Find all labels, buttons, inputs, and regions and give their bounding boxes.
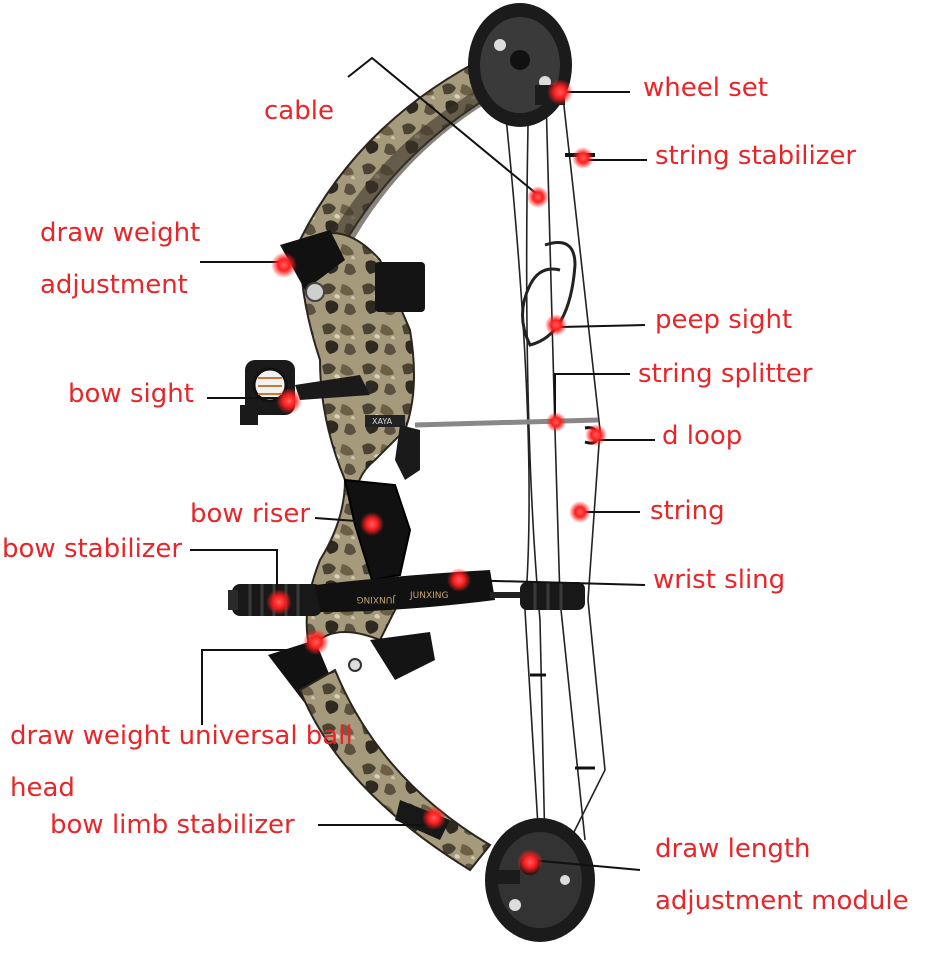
label-wheel-set: wheel set	[643, 73, 768, 103]
red-dot-marker	[517, 849, 543, 875]
cable-line-1	[525, 39, 546, 851]
limb-pocket-top	[280, 230, 345, 290]
grip-handle	[395, 425, 420, 480]
label-string-splitter: string splitter	[638, 359, 813, 389]
label-string: string	[650, 496, 725, 526]
red-dot-marker	[572, 147, 594, 169]
red-dot-marker	[303, 629, 329, 655]
lower-limb	[298, 668, 492, 872]
label-peep-sight: peep sight	[655, 305, 793, 335]
peep-sight-loop	[521, 241, 577, 347]
sling-brand-text: JUNXING	[356, 594, 396, 604]
leader-lines	[190, 56, 655, 871]
riser-brand-plate	[365, 415, 405, 427]
label-d-loop: d loop	[662, 421, 743, 451]
label-draw-weight-adjustment-line2: adjustment	[40, 270, 188, 300]
cable-guard-rod	[414, 417, 599, 428]
red-markers	[266, 79, 607, 875]
label-string-stabilizer: string stabilizer	[655, 141, 857, 171]
label-draw-weight-ball-head-line1: draw weight universal ball	[10, 721, 353, 751]
red-dot-marker	[266, 589, 292, 615]
red-dot-marker	[545, 314, 567, 336]
leader-wrist-sling	[459, 579, 646, 586]
red-dot-marker	[527, 186, 549, 208]
label-draw-length-module-line1: draw length	[655, 834, 811, 864]
red-dot-marker	[422, 806, 446, 830]
label-bow-riser: bow riser	[190, 499, 311, 529]
upper-limb-inner	[320, 80, 500, 265]
leader-bow-stabilizer	[190, 549, 278, 600]
label-cable: cable	[264, 96, 334, 126]
label-wrist-sling: wrist sling	[653, 565, 786, 595]
svg-text:JUNXING: JUNXING	[409, 591, 449, 601]
rear-stabilizer	[490, 582, 585, 610]
cable-line-2	[499, 59, 541, 861]
label-draw-length-module-line2: adjustment module	[655, 886, 909, 916]
label-bow-limb-stabilizer: bow limb stabilizer	[50, 810, 295, 840]
leader-ball-head	[201, 649, 318, 725]
label-bow-sight: bow sight	[68, 379, 194, 409]
leader-cable	[347, 56, 539, 196]
red-dot-marker	[276, 388, 302, 414]
label-draw-weight-adjustment-line1: draw weight	[40, 218, 201, 248]
leader-string-splitter	[554, 373, 630, 422]
red-dot-marker	[447, 568, 471, 592]
top-cam	[468, 3, 572, 127]
arrow-rest-mount	[375, 262, 425, 312]
red-dot-marker	[271, 252, 297, 278]
quiver-mount	[370, 632, 435, 680]
leader-draw-length-module	[529, 859, 641, 871]
svg-text:XAYA: XAYA	[372, 417, 393, 426]
red-dot-marker	[547, 79, 573, 105]
red-dot-marker	[585, 424, 607, 446]
bottom-cam	[485, 818, 595, 942]
red-dot-marker	[546, 412, 566, 432]
leader-peep-sight	[559, 324, 646, 328]
label-bow-stabilizer: bow stabilizer	[2, 534, 183, 564]
cable-line-3	[544, 59, 586, 841]
label-draw-weight-ball-head-line2: head	[10, 773, 75, 803]
bow-sight-assembly	[240, 360, 370, 425]
string-line	[559, 69, 606, 851]
limb-bolt	[305, 282, 325, 302]
red-dot-marker	[360, 512, 384, 536]
red-dot-marker	[569, 501, 591, 523]
